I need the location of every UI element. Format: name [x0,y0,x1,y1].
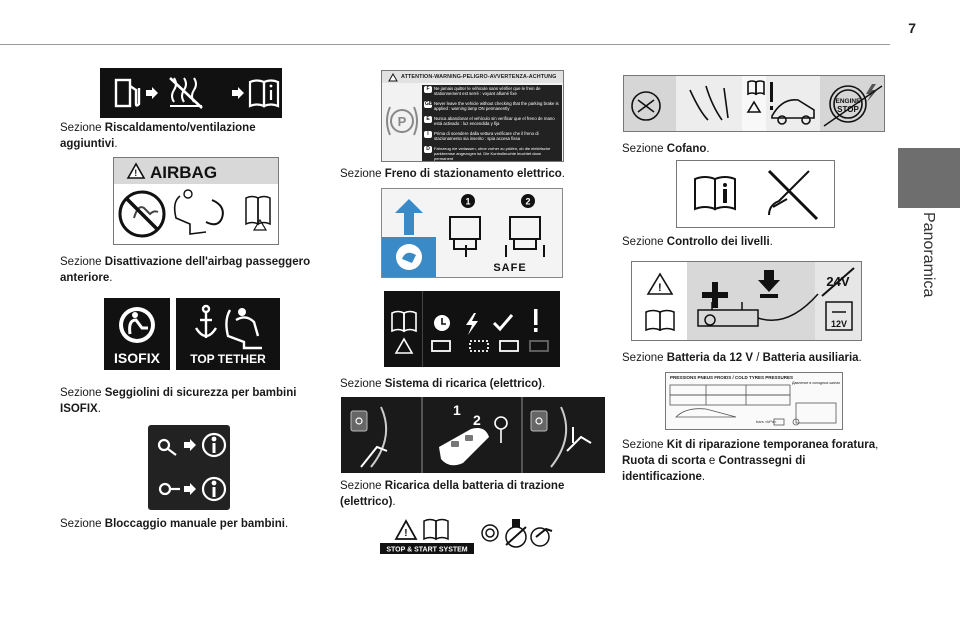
parking-brake-line: GB Never leave the vehicle without check… [424,101,559,112]
top-tether-word: TOP TETHER [190,352,266,366]
parking-brake-icon: P [386,106,418,136]
isofix-caption: Sezione Seggiolini di sicurezza per bamb… [60,387,297,415]
safe-word: SAFE [493,262,526,274]
traction-label-figure: 1 2 [341,397,605,473]
header-rule [0,44,890,45]
tires-foreign: Давление в холодных шинах [792,381,841,385]
levels-caption: Sezione Controllo dei livelli. [622,236,773,248]
parking-brake-label-figure: ATTENTION-WARNING-PELIGRO-AVVERTENZA-ACH… [381,70,564,162]
stop-start-label-figure: ! STOP & START SYSTEM [380,515,562,555]
parking-brake-line: F Ne jamais quitter le véhicule sans vér… [422,85,562,100]
chapter-label: Panoramica [920,212,937,298]
isofix-word: ISOFIX [114,350,161,366]
tires-header: PRESSIONS PNEUS FROIDS / COLD TYRES PRES… [670,375,794,380]
airbag-caption: Sezione Disattivazione dell'airbag passe… [60,256,311,284]
svg-text:1: 1 [453,402,461,418]
battery-label-figure: ! 24V 12V [631,261,862,341]
tires-units: bars <kPa> [756,419,777,424]
traction-caption: Sezione Ricarica della batteria di trazi… [340,480,565,508]
chapter-tab [898,148,960,208]
parking-brake-line: E Nunca abandonar el vehículo sin verifi… [422,115,562,130]
airbag-word: AIRBAG [150,163,217,182]
charging-label-figure [384,291,560,367]
svg-text:1: 1 [465,197,470,207]
top-tether-label-figure: TOP TETHER [176,298,280,370]
svg-text:2: 2 [473,412,481,428]
stop-start-word: STOP & START SYSTEM [386,547,467,554]
levels-label-figure [676,160,835,228]
parking-caption: Sezione Freno di stazionamento elettrico… [340,168,565,180]
svg-text:!: ! [658,282,662,294]
parking-brake-line: D Fahrzeug nie verlassen, ohne vorher zu… [422,145,562,161]
airbag-label-figure: ! AIRBAG [113,157,279,245]
tires-label-figure: PRESSIONS PNEUS FROIDS / COLD TYRES PRES… [665,372,843,430]
battery-caption: Sezione Batteria da 12 V / Batteria ausi… [622,352,862,364]
childlock-caption: Sezione Bloccaggio manuale per bambini. [60,518,289,530]
hood-caption: Sezione Cofano. [622,143,710,155]
battery-12v: 12V [831,319,847,329]
isofix-label-figure: ISOFIX [104,298,170,370]
tires-caption: Sezione Kit di riparazione temporanea fo… [622,439,879,483]
heating-caption: Sezione Riscaldamento/ventilazione aggiu… [60,122,256,150]
child-lock-figure [148,425,230,510]
svg-text:!: ! [134,168,137,178]
page-number: 7 [908,20,916,36]
engine-word: ENGINE [836,98,862,105]
charging-caption: Sezione Sistema di ricarica (elettrico). [340,378,546,390]
svg-text:P: P [398,114,407,129]
svg-text:!: ! [404,528,407,539]
svg-text:2: 2 [525,197,530,207]
hood-label-figure: ENGINE STOP [623,75,885,132]
safe-label-figure: 1 2 SAFE [381,188,563,278]
heating-label-figure [100,68,282,118]
parking-brake-header: ATTENTION-WARNING-PELIGRO-AVVERTENZA-ACH… [401,74,557,80]
parking-brake-line: I Prima di scendere dalla vettura verifi… [422,130,562,145]
